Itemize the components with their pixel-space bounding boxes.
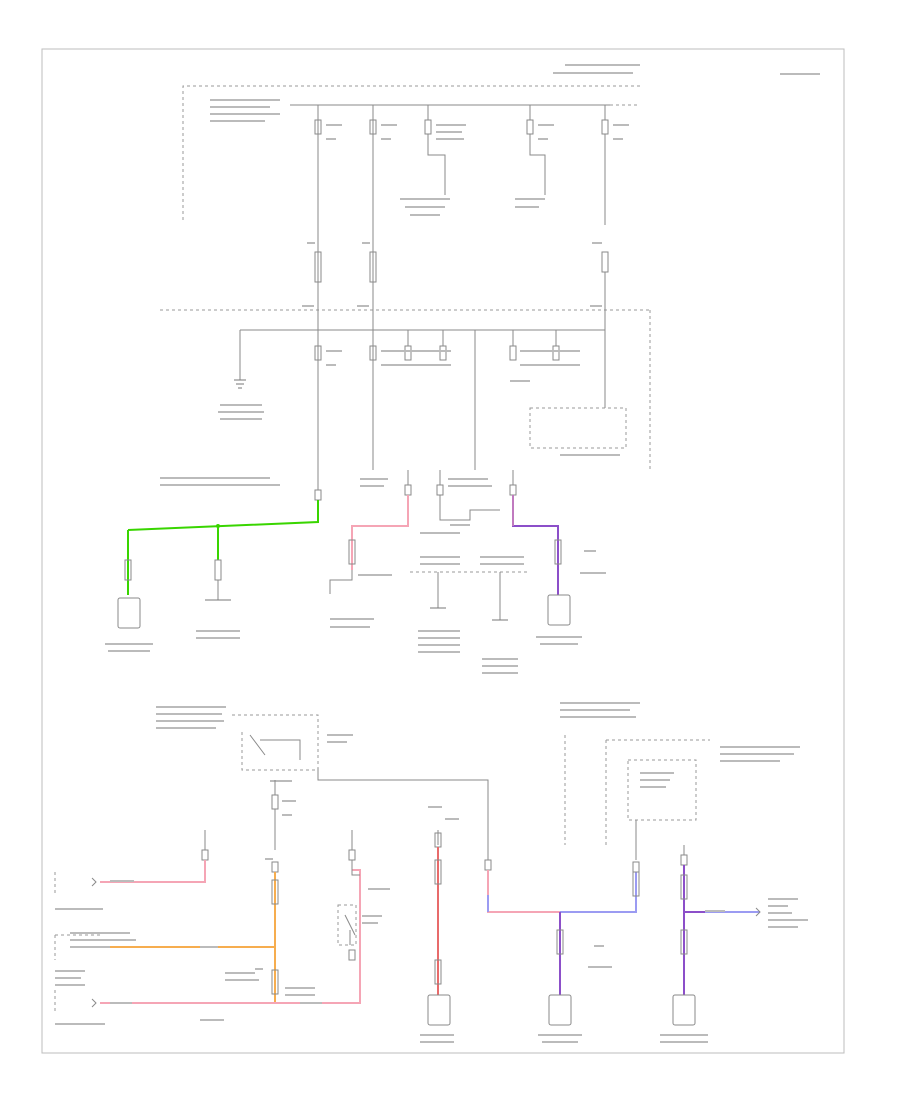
underdash-fuse-box — [160, 300, 651, 480]
fuse-column-2 — [362, 105, 397, 300]
fuse-column-3 — [400, 105, 466, 216]
lower-relay-section — [54, 702, 808, 1043]
fuse-column-5 — [592, 105, 629, 300]
ground-branch — [218, 330, 264, 420]
green-wire-circuit — [105, 477, 322, 652]
underhood-fuse-relay-box — [182, 64, 820, 300]
diagram-frame — [41, 48, 845, 1054]
srs-control-unit-box — [547, 594, 571, 626]
switch-box — [337, 904, 357, 946]
combination-meter-box — [672, 994, 696, 1026]
center-relay-block — [410, 470, 530, 674]
fuse-column-1 — [307, 105, 342, 300]
srs-control-unit-lower-box — [548, 994, 572, 1026]
pink-wire-circuit — [329, 470, 412, 628]
purple-wire-circuit — [509, 470, 606, 645]
multiplex-control-unit — [529, 407, 627, 449]
multiplex-control-unit-lower — [627, 759, 697, 821]
fuse-column-4 — [515, 105, 554, 208]
right-headlight-box — [427, 994, 451, 1026]
engine-component-box — [117, 597, 141, 629]
